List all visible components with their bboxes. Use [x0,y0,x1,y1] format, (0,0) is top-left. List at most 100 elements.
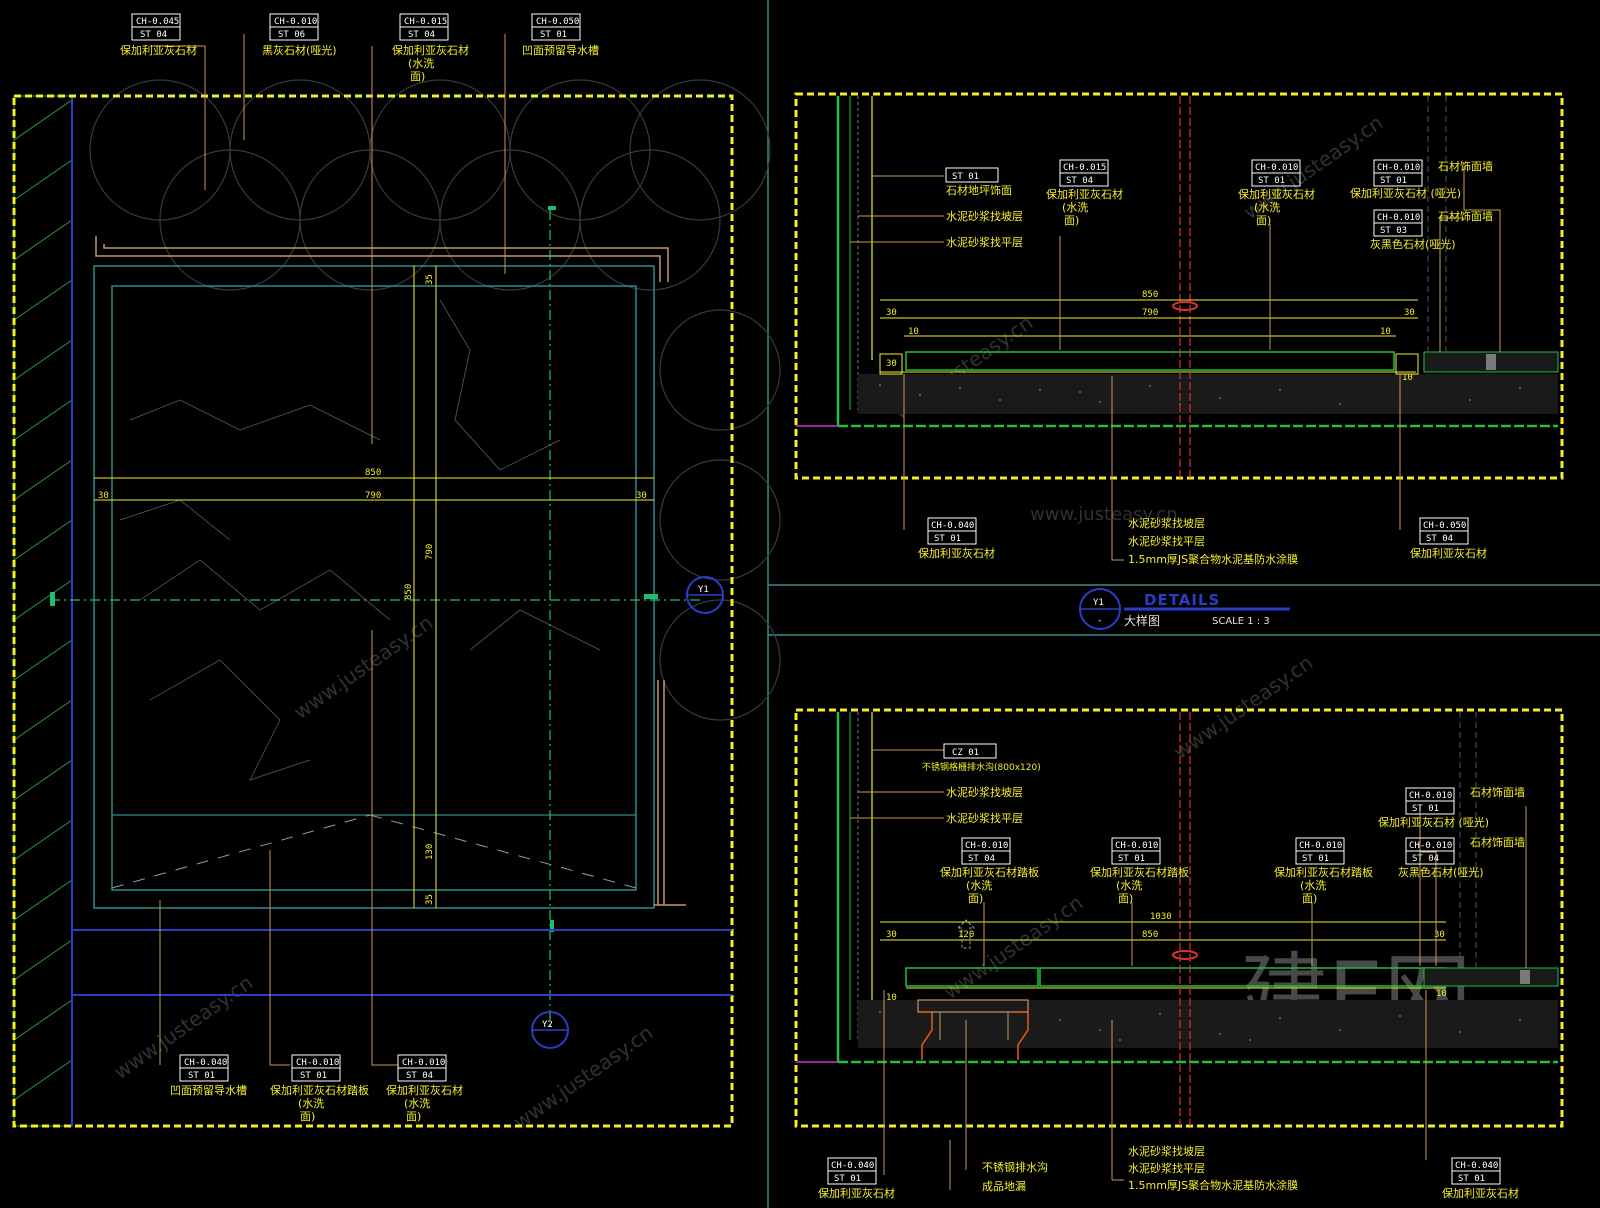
dim-overall: 1030 [1150,912,1172,922]
tag-detail-bottom-bl[interactable]: CH-0.040 ST 01 保加利亚灰石材 [818,1157,895,1200]
tag-sub: 面) [300,1110,315,1123]
tag-material: ST 01 [1118,854,1145,864]
tag-sub: 面) [1064,214,1079,227]
tag-bottom-3[interactable]: CH-0.010 ST 04 保加利亚灰石材 (水洗 面) [386,1054,463,1123]
title-block: Y1 - DETAILS 大样图 SCALE 1 : 3 [1079,588,1290,630]
watermark-site: www.justeasy.cn [509,1020,657,1134]
tag-detail-bottom-1[interactable]: CH-0.010 ST 04 保加利亚灰石材踏板 (水洗 面) [940,837,1039,905]
dim-vert-inner: 790 [425,544,435,560]
tag-material: ST 04 [408,30,435,40]
tag-label: 黑灰石材(哑光) [262,43,337,57]
tag-bottom-2[interactable]: CH-0.010 ST 01 保加利亚灰石材踏板 (水洗 面) [270,1054,369,1123]
tag-code: CH-0.010 [1299,841,1342,851]
tag-detail-bottom-2[interactable]: CH-0.010 ST 01 保加利亚灰石材踏板 (水洗 面) [1090,837,1189,905]
right-note: 石材饰面墙 [1438,209,1493,223]
dim-left: 30 [886,308,897,318]
tag-material: ST 04 [1066,176,1093,186]
tag-code: ST 01 [952,172,979,182]
tag-detail-bottom-cz[interactable]: CZ 01 不锈钢格栅排水沟(800x120) [922,743,1041,773]
tag-label: 保加利亚灰石材 [1410,546,1487,560]
tag-material: ST 04 [1412,854,1439,864]
tag-bottom-1[interactable]: CH-0.040 ST 01 凹面预留导水槽 [170,1054,247,1097]
tag-material: ST 01 [300,1071,327,1081]
tag-material: ST 04 [1426,534,1453,544]
slope-lines [111,814,637,889]
tag-material: ST 01 [540,30,567,40]
bottom-note: 1.5mm厚JS聚合物水泥基防水涂膜 [1128,1178,1298,1192]
tag-code: CH-0.045 [136,17,179,27]
tag-sub: 面) [1302,892,1317,905]
tag-sub: 面) [968,892,983,905]
tag-label: 保加利亚灰石材踏板 [270,1083,369,1097]
tag-label: 保加利亚灰石材 [918,546,995,560]
bottom-note: 1.5mm厚JS聚合物水泥基防水涂膜 [1128,552,1298,566]
dim-overall: 850 [365,468,381,478]
tag-sub: 面) [1256,214,1271,227]
tag-detail-top-1[interactable]: ST 01 石材地坪饰面 [945,167,1012,197]
tag-code: CH-0.050 [1423,521,1466,531]
tag-detail-bottom-br[interactable]: CH-0.040 ST 01 保加利亚灰石材 [1442,1157,1519,1200]
tag-detail-bottom-4[interactable]: CH-0.010 ST 01 保加利亚灰石材 (哑光) [1378,787,1489,829]
section-marker-y2[interactable]: Y2 [531,1011,569,1049]
tag-label: 灰黑色石材(哑光) [1370,237,1456,251]
side-note: 水泥砂浆找平层 [946,235,1023,249]
bottom-note: 成品地漏 [982,1180,1026,1193]
tag-code: CH-0.015 [404,17,447,27]
tag-detail-top-5[interactable]: CH-0.010 ST 03 灰黑色石材(哑光) [1370,209,1456,251]
scale-text: SCALE 1 : 3 [1212,616,1270,627]
tag-code: CH-0.010 [296,1058,339,1068]
tag-code: CH-0.040 [831,1161,874,1171]
tag-label: 石材地坪饰面 [946,183,1012,197]
watermark-site: www.justeasy.cn [289,610,437,724]
tag-label: 保加利亚灰石材 [818,1186,895,1200]
tag-code: CH-0.015 [1063,163,1106,173]
dim-left: 30 [886,930,897,940]
tag-detail-bottom-3[interactable]: CH-0.010 ST 01 保加利亚灰石材踏板 (水洗 面) [1274,837,1373,905]
tag-detail-top-bl[interactable]: CH-0.040 ST 01 保加利亚灰石材 [918,517,995,560]
tag-code: CH-0.010 [1377,213,1420,223]
tag-code: CZ 01 [952,748,979,758]
watermark-site: www.justeasy.cn [1169,650,1317,764]
section-marker-y1[interactable]: Y1 [686,576,724,614]
tag-material: ST 01 [1380,176,1407,186]
tag-label: 凹面预留导水槽 [522,44,599,57]
tag-detail-top-2[interactable]: CH-0.015 ST 04 保加利亚灰石材 (水洗 面) [1046,159,1123,227]
tag-label: 保加利亚灰石材 [386,1083,463,1097]
tag-label: 保加利亚灰石材 [1238,187,1315,201]
title-marker: Y1 [1093,598,1104,608]
tag-label: 凹面预留导水槽 [170,1084,247,1097]
dim-right: 30 [1434,930,1445,940]
tag-detail-top-4[interactable]: CH-0.010 ST 01 保加利亚灰石材 (哑光) [1350,159,1461,200]
dim-left: 30 [98,491,109,501]
tag-top-2[interactable]: CH-0.010 ST 06 黑灰石材(哑光) [262,13,337,57]
bottom-note: 水泥砂浆找坡层 [1128,1144,1205,1158]
dim-overall: 850 [1142,290,1158,300]
right-note: 石材饰面墙 [1438,159,1493,173]
detail-bottom: 1030 850 30 30 120 10 10 CZ 01 不锈钢格栅排水沟(… [794,708,1564,1200]
dim-vert-b: 130 [425,844,435,860]
title-marker-sub: - [1097,616,1102,626]
tag-detail-top-3[interactable]: CH-0.010 ST 01 保加利亚灰石材 (水洗 面) [1238,159,1315,227]
tag-label: 保加利亚灰石材 [1046,187,1123,201]
tag-label: 保加利亚灰石材 [120,43,197,57]
tag-code: CH-0.010 [274,17,317,27]
dim-vert-c: 35 [425,894,435,905]
tag-label: 保加利亚灰石材踏板 [940,865,1039,879]
dim-right: 30 [636,491,647,501]
tag-sub: (水洗 [408,57,434,70]
tag-label: 保加利亚灰石材踏板 [1090,865,1189,879]
tag-detail-bottom-5[interactable]: CH-0.010 ST 04 灰黑色石材(哑光) [1398,837,1484,879]
tag-top-4[interactable]: CH-0.050 ST 01 凹面预留导水槽 [522,13,599,57]
marble-veins [119,299,601,781]
tag-top-1[interactable]: CH-0.045 ST 04 保加利亚灰石材 [120,13,197,57]
tag-code: CH-0.010 [1255,163,1298,173]
wall-hatch [13,99,73,1101]
tag-code: CH-0.010 [1409,791,1452,801]
tag-detail-top-br[interactable]: CH-0.050 ST 04 保加利亚灰石材 [1410,517,1487,560]
tag-material: ST 01 [188,1071,215,1081]
tag-top-3[interactable]: CH-0.015 ST 04 保加利亚灰石材 (水洗 面) [392,13,469,83]
tag-label: 保加利亚灰石材 [392,43,469,57]
bottom-note: 水泥砂浆找坡层 [1128,516,1205,530]
tag-code: CH-0.050 [536,17,579,27]
